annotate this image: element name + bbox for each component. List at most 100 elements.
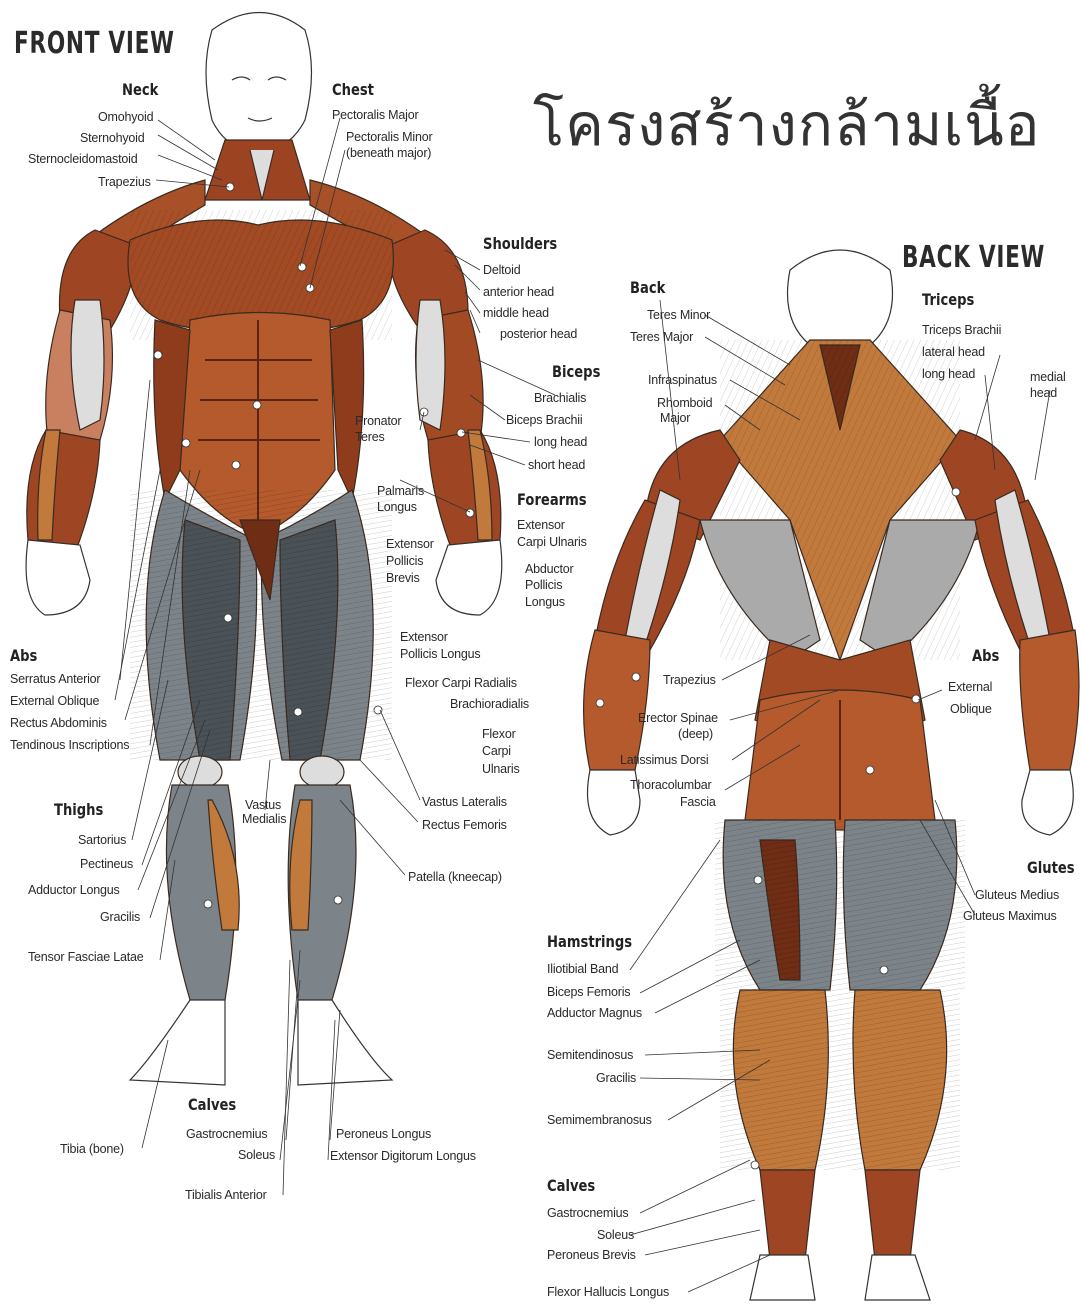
label-pectoralis-minor: Pectoralis Minor bbox=[346, 130, 432, 144]
label-posterior-head: posterior head bbox=[500, 327, 577, 341]
label-oblique: Oblique bbox=[950, 702, 992, 716]
label-trapezius-back: Trapezius bbox=[663, 673, 716, 687]
group-hamstrings: Hamstrings bbox=[547, 932, 632, 951]
group-calves-back: Calves bbox=[547, 1176, 595, 1195]
group-glutes: Glutes bbox=[1027, 858, 1075, 877]
label-omohyoid: Omohyoid bbox=[98, 110, 153, 124]
label-latissimus-dorsi: Latissimus Dorsi bbox=[620, 753, 709, 767]
back-forearm-right bbox=[1020, 630, 1079, 770]
label-serratus-anterior: Serratus Anterior bbox=[10, 672, 100, 686]
label-vastus-lateralis: Vastus Lateralis bbox=[422, 795, 507, 809]
label-gastrocnemius-front: Gastrocnemius bbox=[186, 1127, 267, 1141]
front-hand-left bbox=[26, 540, 90, 615]
label-soleus-front: Soleus bbox=[238, 1148, 275, 1162]
label-ulnaris-fcu: Ulnaris bbox=[482, 762, 520, 776]
label-anterior-head: anterior head bbox=[483, 285, 554, 299]
back-hand-right bbox=[1022, 770, 1073, 835]
label-sartorius: Sartorius bbox=[78, 833, 126, 847]
group-biceps: Biceps bbox=[552, 362, 600, 381]
group-calves-front: Calves bbox=[188, 1095, 236, 1114]
label-extensor-digitorum-longus: Extensor Digitorum Longus bbox=[330, 1149, 476, 1163]
group-chest: Chest bbox=[332, 80, 374, 99]
label-pronator: Pronator bbox=[355, 414, 401, 428]
label-gracilis-back: Gracilis bbox=[596, 1071, 636, 1085]
label-deltoid: Deltoid bbox=[483, 263, 521, 277]
label-extensor-epb: Extensor bbox=[386, 537, 434, 551]
back-forearm-left bbox=[584, 630, 650, 770]
label-patella: Patella (kneecap) bbox=[408, 870, 502, 884]
label-rectus-femoris: Rectus Femoris bbox=[422, 818, 507, 832]
label-beneath-major: (beneath major) bbox=[346, 146, 431, 160]
label-palmaris: Palmaris bbox=[377, 484, 424, 498]
label-trapezius-front: Trapezius bbox=[98, 175, 151, 189]
front-foot-right bbox=[298, 1000, 392, 1085]
label-abductor: Abductor bbox=[525, 562, 573, 576]
group-back: Back bbox=[630, 278, 665, 297]
label-soleus-back: Soleus bbox=[597, 1228, 634, 1242]
label-external-oblique-front: External Oblique bbox=[10, 694, 99, 708]
label-biceps-brachii: Biceps Brachii bbox=[506, 413, 582, 427]
label-middle-head: middle head bbox=[483, 306, 549, 320]
back-foot-right bbox=[865, 1255, 930, 1300]
label-adductor-longus: Adductor Longus bbox=[28, 883, 120, 897]
group-forearms: Forearms bbox=[517, 490, 587, 509]
label-semimembranosus: Semimembranosus bbox=[547, 1113, 652, 1127]
group-thighs: Thighs bbox=[54, 800, 103, 819]
label-medial: medial bbox=[1030, 370, 1066, 384]
label-longus-apl: Longus bbox=[525, 595, 565, 609]
label-pollicis-longus: Pollicis Longus bbox=[400, 647, 480, 661]
label-rhomboid-major: Major bbox=[660, 411, 690, 425]
group-shoulders: Shoulders bbox=[483, 234, 557, 253]
label-flexor-fcu: Flexor bbox=[482, 727, 516, 741]
label-biceps-femoris: Biceps Femoris bbox=[547, 985, 630, 999]
front-view-title: FRONT VIEW bbox=[14, 26, 175, 61]
label-flexor-hallucis-longus: Flexor Hallucis Longus bbox=[547, 1285, 669, 1299]
label-flexor-carpi-radialis: Flexor Carpi Radialis bbox=[405, 676, 517, 690]
label-fascia: Fascia bbox=[680, 795, 716, 809]
label-lateral-head: lateral head bbox=[922, 345, 985, 359]
back-head bbox=[788, 250, 893, 345]
label-tibialis-anterior: Tibialis Anterior bbox=[185, 1188, 267, 1202]
thai-title: โครงสร้างกล้ามเนื้อ bbox=[533, 78, 1041, 171]
label-palmaris-longus: Longus bbox=[377, 500, 417, 514]
label-extensor-epl: Extensor bbox=[400, 630, 448, 644]
label-external: External bbox=[948, 680, 992, 694]
label-pectineus: Pectineus bbox=[80, 857, 133, 871]
label-carpi-ulnaris: Carpi Ulnaris bbox=[517, 535, 587, 549]
label-triceps-brachii: Triceps Brachii bbox=[922, 323, 1001, 337]
label-infraspinatus: Infraspinatus bbox=[648, 373, 717, 387]
label-long-head-triceps: long head bbox=[922, 367, 975, 381]
label-gluteus-medius: Gluteus Medius bbox=[975, 888, 1059, 902]
label-sternocleidomastoid: Sternocleidomastoid bbox=[28, 152, 137, 166]
label-gluteus-maximus: Gluteus Maximus bbox=[963, 909, 1057, 923]
group-abs-back: Abs bbox=[972, 646, 999, 665]
back-view-title: BACK VIEW bbox=[902, 240, 1045, 275]
group-triceps: Triceps bbox=[922, 290, 974, 309]
label-extensor: Extensor bbox=[517, 518, 565, 532]
group-neck: Neck bbox=[122, 80, 158, 99]
label-biceps-short-head: short head bbox=[528, 458, 585, 472]
label-sternohyoid: Sternohyoid bbox=[80, 131, 145, 145]
label-teres: Teres bbox=[355, 430, 385, 444]
label-peroneus-brevis: Peroneus Brevis bbox=[547, 1248, 636, 1262]
back-foot-left bbox=[750, 1255, 815, 1300]
label-vastus: Vastus bbox=[245, 798, 281, 812]
label-gracilis-front: Gracilis bbox=[100, 910, 140, 924]
label-rectus-abdominis: Rectus Abdominis bbox=[10, 716, 107, 730]
label-brachialis: Brachialis bbox=[534, 391, 586, 405]
label-pectoralis-major: Pectoralis Major bbox=[332, 108, 418, 122]
group-abs-front: Abs bbox=[10, 646, 37, 665]
label-brachioradialis: Brachioradialis bbox=[450, 697, 529, 711]
label-biceps-long-head: long head bbox=[534, 435, 587, 449]
label-thoracolumbar: Thoracolumbar bbox=[630, 778, 711, 792]
label-tibia: Tibia (bone) bbox=[60, 1142, 124, 1156]
label-medial-head: head bbox=[1030, 386, 1057, 400]
label-pollicis-epb: Pollicis bbox=[386, 554, 423, 568]
label-gastrocnemius-back: Gastrocnemius bbox=[547, 1206, 628, 1220]
label-brevis-epb: Brevis bbox=[386, 571, 420, 585]
front-head bbox=[206, 13, 312, 153]
label-erector-deep: (deep) bbox=[678, 727, 713, 741]
label-erector-spinae: Erector Spinae bbox=[638, 711, 718, 725]
